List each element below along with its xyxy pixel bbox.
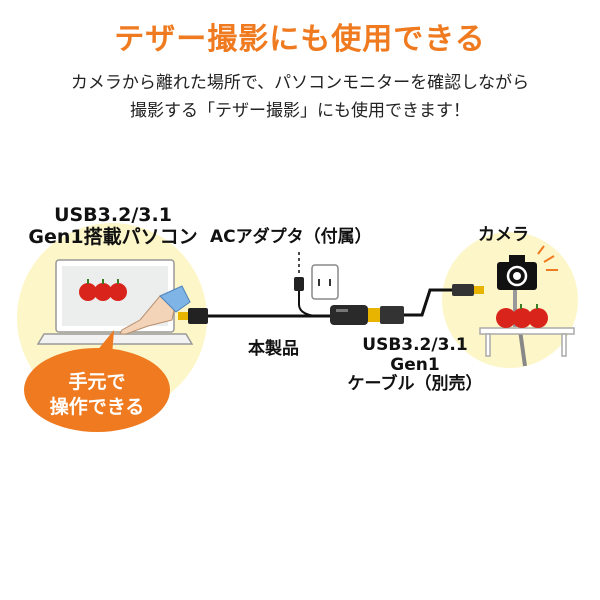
description-line-2: 撮影する「テザー撮影」にも使用できます！ [130, 101, 470, 121]
pc-label-line-1: USB3.2/3.1 [54, 204, 172, 226]
cable-label-line-3: ケーブル（別売） [347, 374, 483, 395]
cable-label-line-2: Gen1 [390, 354, 440, 375]
hand-icon [119, 285, 191, 335]
ac-adapter-label: ACアダプタ（付属） [210, 227, 372, 247]
camera-connector [452, 284, 484, 296]
bubble-line-2: 操作できる [49, 395, 145, 418]
camera-icon [497, 255, 537, 290]
camera-label: カメラ [478, 225, 529, 245]
pc-label: USB3.2/3.1 Gen1搭載パソコン [28, 204, 198, 249]
bubble-text: 手元で 操作できる [32, 370, 162, 419]
usb-cable-right [404, 288, 452, 317]
pc-label-line-2: Gen1搭載パソコン [28, 225, 198, 248]
power-outlet-icon [311, 264, 339, 300]
speech-bubble [24, 330, 170, 432]
cable-label: USB3.2/3.1 Gen1 ケーブル（別売） [340, 335, 490, 395]
flash-lines-icon [537, 245, 558, 271]
usb-a-connector-left [178, 308, 208, 324]
tripod-icon [513, 285, 527, 367]
page-title: テザー撮影にも使用できる [114, 22, 486, 57]
cable-label-line-1: USB3.2/3.1 [362, 335, 468, 355]
table-icon [479, 327, 575, 357]
bubble-line-1: 手元で [68, 371, 126, 393]
apple-icon [79, 279, 127, 301]
ac-adapter-icon [294, 252, 331, 318]
product-label: 本製品 [248, 339, 299, 359]
product-adapter-icon [330, 305, 380, 325]
description-line-1: カメラから離れた場所で、パソコンモニターを確認しながら [70, 73, 530, 93]
apple-on-table-icon [496, 304, 548, 328]
usb-cable-connector [380, 306, 404, 324]
